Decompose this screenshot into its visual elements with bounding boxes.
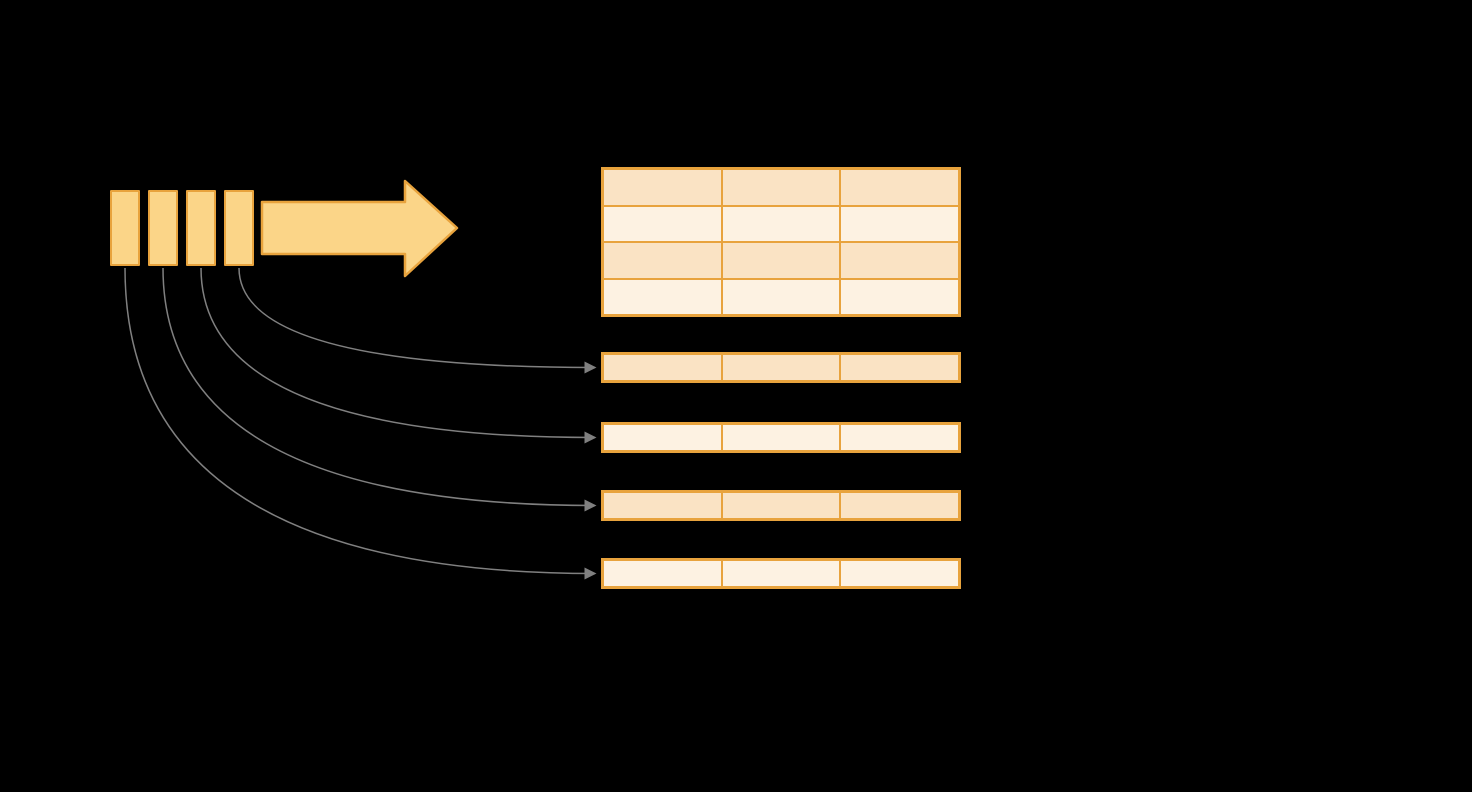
table-cell (603, 492, 722, 519)
table-row (603, 205, 960, 242)
table-row (603, 560, 960, 587)
stream-record-4 (224, 190, 254, 266)
connector-record-1-to-row-table-4 (124, 267, 597, 580)
table-row (603, 424, 960, 451)
table-row (603, 354, 960, 381)
table-cell (721, 278, 841, 315)
table-cell (840, 424, 960, 451)
table-cell (721, 492, 841, 519)
table-cell (840, 242, 960, 279)
table-row (603, 242, 960, 279)
table-cell (721, 424, 841, 451)
row-table-1 (601, 352, 961, 383)
table-row (603, 169, 960, 206)
connector-record-3-to-row-table-2 (200, 267, 597, 444)
connector-record-2-to-row-table-3 (162, 267, 597, 512)
table-cell (840, 169, 960, 206)
table-cell (840, 560, 960, 587)
table-cell (840, 278, 960, 315)
table-cell (840, 354, 960, 381)
row-table-4 (601, 558, 961, 589)
table-cell (603, 169, 722, 206)
table-cell (603, 560, 722, 587)
table-cell (603, 242, 722, 279)
stream-record-3 (186, 190, 216, 266)
table-cell (721, 354, 841, 381)
table-cell (603, 278, 722, 315)
stream-record-1 (110, 190, 140, 266)
table-row (603, 492, 960, 519)
flow-arrow-icon (260, 179, 459, 278)
table-cell (721, 169, 841, 206)
table-cell (603, 354, 722, 381)
table-cell (603, 205, 722, 242)
batch-table (601, 167, 961, 317)
row-table-3 (601, 490, 961, 521)
stream-record-2 (148, 190, 178, 266)
table-cell (840, 492, 960, 519)
table-cell (840, 205, 960, 242)
table-cell (721, 560, 841, 587)
table-row (603, 278, 960, 315)
row-table-2 (601, 422, 961, 453)
table-cell (721, 242, 841, 279)
table-cell (721, 205, 841, 242)
table-cell (603, 424, 722, 451)
connector-record-4-to-row-table-1 (238, 267, 597, 374)
